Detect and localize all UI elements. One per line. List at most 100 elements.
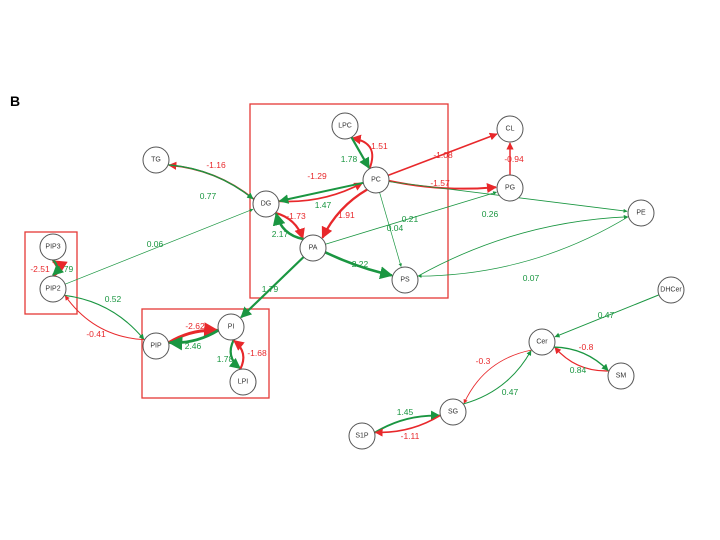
node-circle bbox=[39, 275, 67, 303]
node-label: PIP3 bbox=[45, 244, 60, 251]
edge-label-pc-to-ps: 0.04 bbox=[387, 223, 404, 233]
node-label: PIP bbox=[150, 343, 162, 350]
node-ps: PS bbox=[391, 266, 419, 294]
node-label: PC bbox=[371, 177, 381, 184]
edge-label-pip2-to-pip3: -2.51 bbox=[30, 264, 50, 274]
node-lpi: LPI bbox=[229, 368, 257, 396]
node-circle bbox=[528, 328, 556, 356]
node-label: DG bbox=[261, 201, 272, 208]
panel-label: B bbox=[10, 93, 20, 109]
edge-label-lpi-to-pi: -1.68 bbox=[247, 348, 267, 358]
node-sm: SM bbox=[607, 362, 635, 390]
node-circle bbox=[217, 313, 245, 341]
edge-pip2-to-pip bbox=[64, 294, 145, 340]
edge-label-pc-to-cl: -1.08 bbox=[433, 150, 453, 160]
edge-cer-to-sm bbox=[553, 346, 609, 371]
node-pe: PE bbox=[627, 199, 655, 227]
node-tg: TG bbox=[142, 146, 170, 174]
node-lpc: LPC bbox=[331, 112, 359, 140]
edge-label-pip2-to-pip: 0.52 bbox=[105, 294, 122, 304]
node-label: SM bbox=[616, 373, 627, 380]
node-label: Cer bbox=[536, 339, 548, 346]
edge-label-pc-to-lpc: -1.51 bbox=[368, 141, 388, 151]
node-label: PE bbox=[636, 210, 646, 217]
edge-label-dg-to-pa: -1.73 bbox=[286, 211, 306, 221]
node-pip3: PIP3 bbox=[39, 233, 67, 261]
edge-label-pa-to-pi: 1.79 bbox=[262, 284, 279, 294]
edge-pc-to-cl bbox=[387, 132, 498, 177]
node-label: CL bbox=[506, 126, 515, 133]
node-circle bbox=[142, 146, 170, 174]
edge-label-pe-to-ps: 0.07 bbox=[523, 273, 540, 283]
edge-label-ps-to-pe: 0.26 bbox=[482, 209, 499, 219]
node-label: PS bbox=[400, 277, 410, 284]
phosphoinositide-box bbox=[141, 308, 270, 399]
node-pc: PC bbox=[362, 166, 390, 194]
edge-label-pip3-to-pip2: 1.79 bbox=[57, 264, 74, 274]
node-cl: CL bbox=[496, 115, 524, 143]
node-circle bbox=[627, 199, 655, 227]
edge-cer-to-sg bbox=[463, 349, 532, 404]
edge-label-sg-to-s1p: -1.11 bbox=[401, 431, 420, 441]
edge-pe-to-ps bbox=[418, 216, 629, 278]
node-circle bbox=[607, 362, 635, 390]
node-circle bbox=[229, 368, 257, 396]
edge-lpc-to-pc bbox=[350, 136, 370, 169]
edge-pa-to-dg bbox=[272, 212, 304, 241]
node-circle bbox=[331, 112, 359, 140]
edge-label-pip-to-pip2: -0.41 bbox=[86, 329, 106, 339]
edge-label-pip-to-pi: -2.62 bbox=[185, 321, 205, 331]
edge-label-lpc-to-pc: 1.78 bbox=[341, 154, 358, 164]
node-circle bbox=[39, 233, 67, 261]
edge-label-dg-to-pc: -1.29 bbox=[307, 171, 327, 181]
node-pg: PG bbox=[496, 174, 524, 202]
edge-sg-to-s1p bbox=[374, 414, 441, 437]
node-sg: SG bbox=[439, 398, 467, 426]
edge-label-pc-to-pa: -1.91 bbox=[335, 210, 355, 220]
group-boxes bbox=[24, 103, 449, 399]
edge-label-pi-to-lpi: 1.78 bbox=[217, 354, 234, 364]
node-circle bbox=[657, 276, 685, 304]
node-dhcer: DHCer bbox=[657, 276, 685, 304]
node-label: LPC bbox=[338, 123, 352, 130]
pip-box bbox=[24, 231, 78, 315]
node-circle bbox=[391, 266, 419, 294]
node-circle bbox=[142, 332, 170, 360]
edge-ps-to-pe bbox=[417, 214, 628, 277]
node-s1p: S1P bbox=[348, 422, 376, 450]
edge-label-dhcer-to-cer: 0.47 bbox=[598, 310, 615, 320]
node-circle bbox=[362, 166, 390, 194]
edge-label-cer-to-sm: 0.84 bbox=[570, 365, 587, 375]
edge-dhcer-to-cer bbox=[554, 294, 660, 338]
edge-label-pa-to-ps: 2.22 bbox=[352, 259, 369, 269]
node-label: LPI bbox=[238, 379, 249, 386]
edge-label-sm-to-cer: -0.8 bbox=[579, 342, 594, 352]
node-circle bbox=[252, 190, 280, 218]
edge-pc-to-ps bbox=[379, 192, 402, 267]
edge-pa-to-pi bbox=[240, 256, 305, 319]
edge-pi-to-lpi bbox=[228, 339, 241, 370]
node-circle bbox=[496, 115, 524, 143]
node-label: TG bbox=[151, 157, 161, 164]
edge-label-sg-to-cer: 0.47 bbox=[502, 387, 519, 397]
glycerophospholipid-box bbox=[249, 103, 449, 299]
edge-label-pi-to-pip: 2.46 bbox=[185, 341, 202, 351]
edge-label-pc-to-pg: -1.57 bbox=[430, 178, 450, 188]
edge-pi-to-pip bbox=[168, 329, 220, 351]
node-circle bbox=[348, 422, 376, 450]
node-label: PA bbox=[309, 245, 318, 252]
node-pa: PA bbox=[299, 234, 327, 262]
node-pip2: PIP2 bbox=[39, 275, 67, 303]
edge-pc-to-dg bbox=[278, 181, 364, 204]
edge-label-s1p-to-sg: 1.45 bbox=[397, 407, 414, 417]
edge-labels: -1.511.78-1.08-0.94-1.57-1.160.77-1.291.… bbox=[30, 141, 614, 441]
node-cer: Cer bbox=[528, 328, 556, 356]
edge-label-pc-to-dg: 1.47 bbox=[315, 200, 332, 210]
edge-label-pip2-to-dg: 0.06 bbox=[147, 239, 164, 249]
node-pip: PIP bbox=[142, 332, 170, 360]
node-label: DHCer bbox=[660, 287, 682, 294]
node-label: SG bbox=[448, 409, 458, 416]
node-circle bbox=[496, 174, 524, 202]
edge-label-cer-to-sg: -0.3 bbox=[476, 356, 491, 366]
node-label: PIP2 bbox=[45, 286, 60, 293]
